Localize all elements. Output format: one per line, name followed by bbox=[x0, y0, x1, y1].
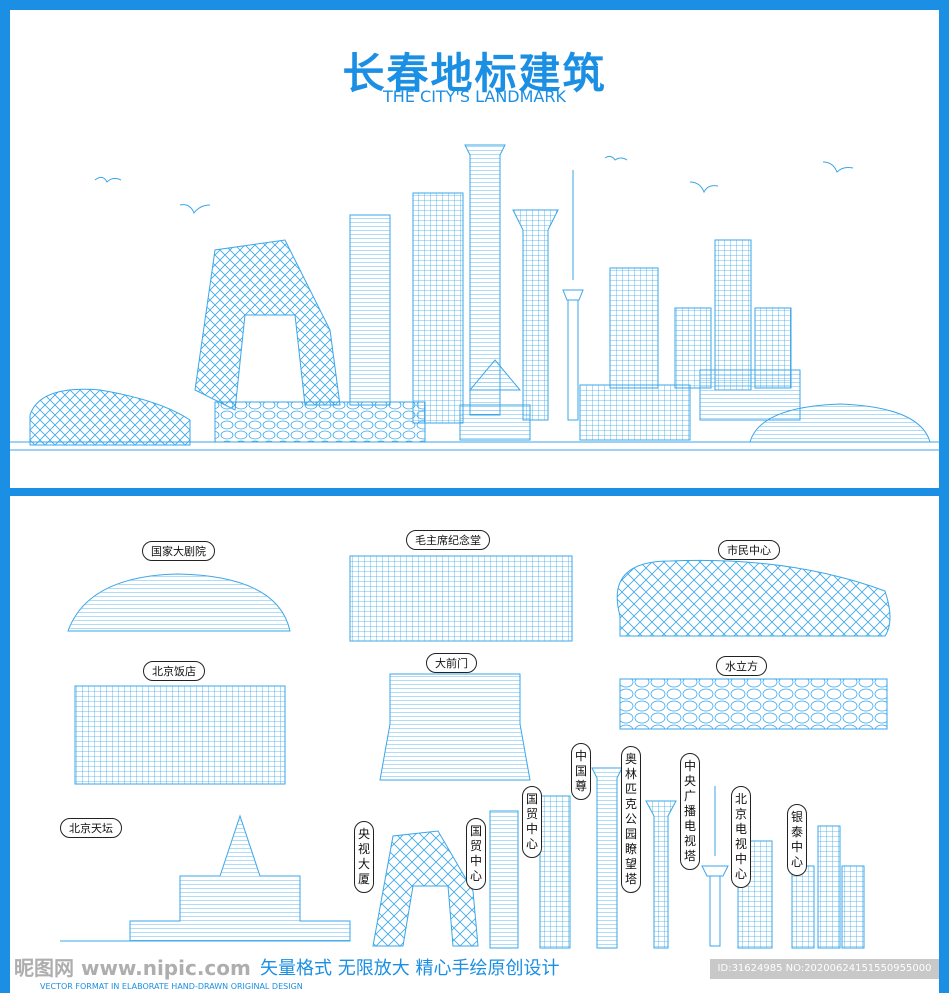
national-theatre bbox=[749, 403, 931, 443]
bird-icon bbox=[94, 176, 122, 183]
hotel bbox=[579, 384, 691, 441]
label-btv: 北京电视中心 bbox=[731, 786, 751, 888]
yintai-drawing bbox=[841, 865, 865, 949]
image-id-badge: ID:31624985 NO:20200624151550955000 bbox=[710, 959, 939, 979]
bird-icon bbox=[604, 155, 628, 161]
label-cctv: 央视大厦 bbox=[354, 821, 374, 893]
tv-tower bbox=[562, 170, 584, 421]
label-yintai: 银泰中心 bbox=[787, 804, 807, 876]
label-guomao-2: 国贸中心 bbox=[522, 786, 542, 858]
label-olympic-tower: 奥林匹克公园瞭望塔 bbox=[621, 746, 641, 893]
label-mausoleum: 毛主席纪念堂 bbox=[406, 530, 490, 550]
bird-nest bbox=[29, 388, 191, 446]
cctv-tower-drawing bbox=[701, 786, 729, 947]
watermark: 昵图网 www.nipic.com bbox=[14, 956, 251, 980]
label-beijing-hotel: 北京饭店 bbox=[143, 661, 205, 681]
page-subtitle: THE CITY'S LANDMARK bbox=[383, 87, 566, 106]
temple bbox=[459, 359, 531, 441]
bird-icon bbox=[179, 204, 211, 215]
footer-slogan-en: VECTOR FORMAT IN ELABORATE HAND-DRAWN OR… bbox=[40, 982, 303, 991]
temple-of-heaven-drawing bbox=[60, 814, 351, 942]
label-qianmen: 大前门 bbox=[426, 653, 477, 673]
footer-slogan: 矢量格式 无限放大 精心手绘原创设计 bbox=[260, 958, 560, 979]
label-guomao-1: 国贸中心 bbox=[466, 818, 486, 890]
tower bbox=[609, 267, 659, 389]
olympic-tower-drawing bbox=[645, 800, 677, 949]
skyline-panel: 长春地标建筑 THE CITY'S LANDMARK bbox=[10, 10, 939, 488]
label-citic: 中国尊 bbox=[571, 743, 591, 800]
tower bbox=[412, 192, 464, 424]
tower bbox=[714, 239, 752, 391]
page-title: 长春地标建筑 bbox=[342, 49, 607, 98]
water-cube-drawing bbox=[619, 678, 888, 730]
guomao-2-drawing bbox=[539, 795, 571, 949]
citic-drawing bbox=[591, 767, 623, 949]
yintai-drawing bbox=[791, 865, 815, 949]
cctv-building bbox=[194, 239, 341, 411]
guomao-tower bbox=[349, 214, 391, 406]
label-cctv-tower: 中央广播电视塔 bbox=[680, 753, 700, 870]
qianmen-drawing bbox=[379, 673, 531, 781]
label-temple-of-heaven: 北京天坛 bbox=[60, 818, 122, 838]
skyline-illustration bbox=[10, 144, 939, 451]
bird-icon bbox=[689, 181, 719, 194]
water-cube bbox=[214, 401, 426, 443]
landmarks-illustration bbox=[60, 555, 891, 949]
bird-icon bbox=[822, 161, 854, 173]
label-water-cube: 水立方 bbox=[716, 656, 767, 676]
cctv-drawing bbox=[372, 830, 479, 947]
beijing-hotel-drawing bbox=[74, 685, 286, 785]
yintai-drawing bbox=[817, 825, 841, 949]
civic-center-drawing bbox=[616, 559, 891, 637]
ground-line bbox=[10, 441, 939, 451]
national-theatre-drawing bbox=[67, 573, 291, 632]
mausoleum-drawing bbox=[349, 555, 573, 642]
olympic-tower bbox=[512, 209, 559, 421]
guomao-1-drawing bbox=[489, 810, 519, 949]
label-national-theatre: 国家大剧院 bbox=[142, 541, 215, 561]
label-civic-center: 市民中心 bbox=[718, 540, 780, 560]
gate bbox=[699, 369, 801, 421]
landmarks-panel: 国家大剧院 毛主席纪念堂 市民中心 北京饭店 大前门 水立方 北京天坛 央视大厦… bbox=[10, 496, 939, 993]
